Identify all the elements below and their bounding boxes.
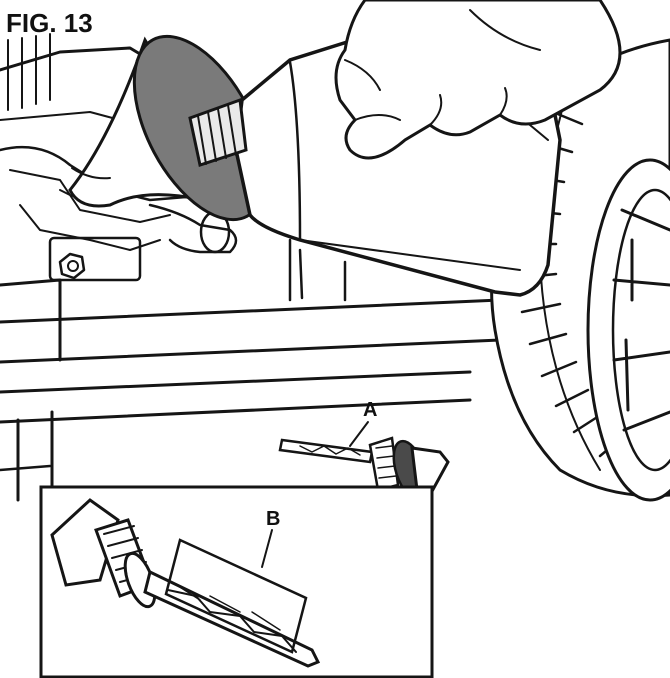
generator-frame xyxy=(0,33,502,502)
inset-detail xyxy=(39,485,434,678)
figure-title: FIG. 13 xyxy=(6,8,93,38)
bottle-neck xyxy=(188,97,248,167)
full-range-box xyxy=(164,538,308,654)
callout-b: B xyxy=(266,508,280,530)
callout-a: A xyxy=(363,399,377,421)
hand xyxy=(334,0,622,160)
dipstick-a xyxy=(278,421,450,501)
